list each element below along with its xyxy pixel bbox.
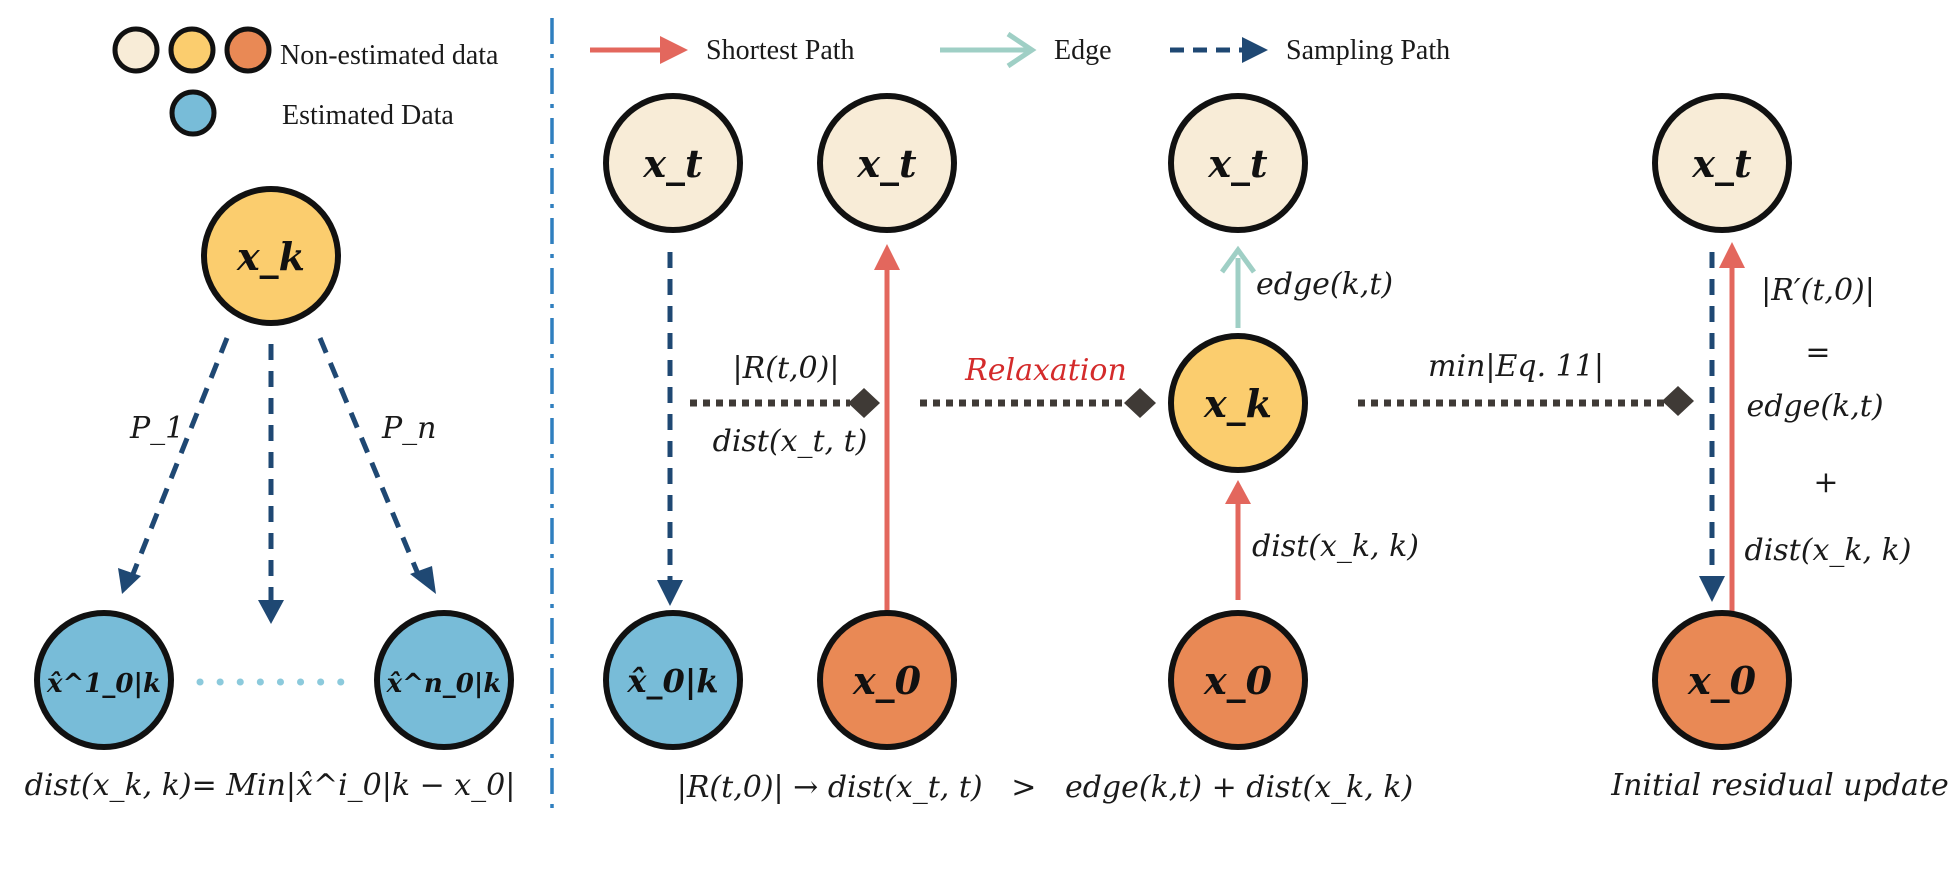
panel3-edge-arrow (1219, 245, 1257, 328)
left-node-x1: x̂^1_0|k (34, 610, 174, 750)
legend-edge-label: Edge (1054, 35, 1112, 66)
panel-3: x_t x_k x_0 edge(k,t) dist(x_k, k) min|E… (1168, 93, 1694, 750)
panel2-node-x0-label: x_0 (852, 658, 922, 703)
legend-node-yellow (168, 26, 216, 74)
panel4-sampling-arrow (1699, 252, 1725, 602)
panel-1: x_t x̂_0|k |R(t,0)| dist(x_t, t) (603, 93, 880, 750)
panel4-label-eq: = (1805, 335, 1830, 370)
panel2-node-xt: x_t (817, 93, 957, 233)
panel1-node-x0k-label: x̂_0|k (626, 662, 718, 700)
left-node-xk-label: x_k (236, 234, 305, 279)
left-node-xn: x̂^n_0|k (374, 610, 514, 750)
legend-edge-arrow-icon (940, 31, 1037, 69)
panel1-node-x0k: x̂_0|k (603, 610, 743, 750)
legend-shortest-path-label: Shortest Path (706, 35, 855, 66)
panel4-label-rprime: |R′(t,0)| (1761, 273, 1875, 308)
panel1-diamond-icon (848, 388, 880, 418)
left-sampling-arrow-1 (118, 337, 230, 594)
panel3-diamond-icon (1662, 386, 1694, 416)
panel4-node-xt: x_t (1652, 93, 1792, 233)
panel2-node-x0: x_0 (817, 610, 957, 750)
panel1-node-xt-label: x_t (642, 141, 703, 186)
left-node-x1-label: x̂^1_0|k (46, 669, 161, 699)
panel4-label-edge: edge(k,t) (1746, 389, 1883, 424)
panel2-shortest-path-arrow (874, 244, 900, 612)
panel1-node-xt: x_t (603, 93, 743, 233)
panel2-diamond-icon (1124, 388, 1156, 418)
panel1-label-R: |R(t,0)| (733, 351, 840, 386)
panel3-label-min: min|Eq. 11| (1428, 349, 1604, 384)
panel3-node-x0-label: x_0 (1203, 658, 1273, 703)
panel4-node-xt-label: x_t (1691, 141, 1752, 186)
legend-sampling-path-label: Sampling Path (1286, 35, 1450, 66)
legend-non-estimated-label: Non-estimated data (280, 40, 499, 71)
legend: Non-estimated data Estimated Data Shorte… (112, 26, 1450, 137)
left-label-p1: P_1 (129, 411, 184, 446)
legend-estimated-label: Estimated Data (282, 100, 454, 131)
panel3-node-xk-label: x_k (1203, 381, 1272, 426)
panel4-label-dist: dist(x_k, k) (1744, 533, 1911, 568)
left-caption: dist(x_k, k)= Min|x̂^i_0|k − x_0| (25, 768, 516, 803)
left-label-pn: P_n (381, 411, 437, 446)
panel3-shortest-path-arrow (1225, 480, 1251, 600)
left-node-xn-label: x̂^n_0|k (386, 669, 502, 699)
panel4-shortest-path-arrow (1719, 242, 1745, 612)
legend-shortest-path-arrow-icon (590, 36, 688, 64)
panel1-label-dist: dist(x_t, t) (713, 424, 868, 459)
panel3-node-xt-label: x_t (1207, 141, 1268, 186)
panel3-node-x0: x_0 (1168, 610, 1308, 750)
legend-node-blue (169, 89, 217, 137)
legend-sampling-path-arrow-icon (1170, 37, 1268, 63)
panel-4: x_t x_0 |R′(t,0)| = edge(k,t) + dist(x_k… (1610, 93, 1948, 803)
panel1-sampling-arrow (657, 252, 683, 606)
panel4-caption: Initial residual update (1610, 768, 1948, 803)
legend-node-orange (224, 26, 272, 74)
panel3-node-xt: x_t (1168, 93, 1308, 233)
legend-node-cream (112, 26, 160, 74)
panel4-label-plus: + (1813, 465, 1838, 500)
panel3-label-dist: dist(x_k, k) (1252, 529, 1419, 564)
left-panel: P_1 P_n x_k x̂^1_0|k x̂^n_0|k dist(x_k, … (25, 186, 516, 803)
panel2-caption: |R(t,0)| → dist(x_t, t) > edge(k,t) + di… (677, 770, 1414, 805)
left-sampling-arrow-middle (258, 344, 284, 624)
panel3-node-xk: x_k (1168, 333, 1308, 473)
left-node-xk: x_k (201, 186, 341, 326)
panel3-label-edge: edge(k,t) (1256, 267, 1393, 302)
panel4-node-x0-label: x_0 (1687, 658, 1757, 703)
relaxation-label: Relaxation (964, 353, 1127, 388)
left-sampling-arrow-n (317, 337, 436, 594)
panel2-node-xt-label: x_t (856, 141, 917, 186)
panel4-node-x0: x_0 (1652, 610, 1792, 750)
panel-2: x_t x_0 Relaxation |R(t,0)| → dist(x_t, … (677, 93, 1414, 805)
